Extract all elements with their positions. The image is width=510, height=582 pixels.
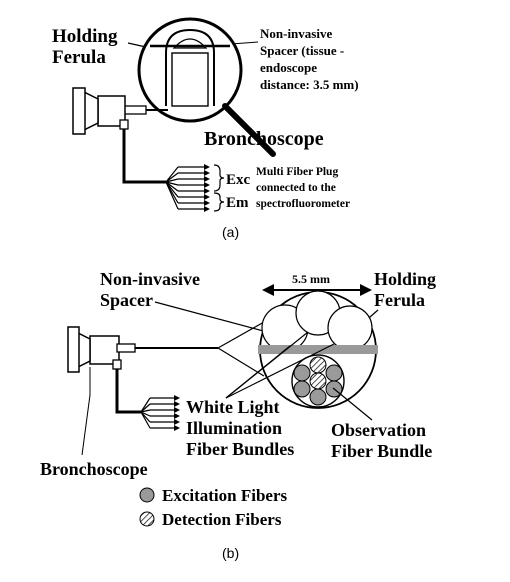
endoscope-tip-a (171, 52, 209, 107)
white-light-label-line3: Fiber Bundles (186, 439, 294, 459)
spacer-label-a-line1: Non-invasive (260, 26, 332, 41)
plug-label-line2: connected to the (256, 182, 336, 194)
observation-leader (332, 387, 373, 421)
scope-port-b (112, 359, 122, 370)
fiber-arrowheads-b (174, 395, 180, 431)
exc-brace (213, 164, 225, 192)
scope-eyepiece-a (72, 87, 86, 135)
spacer-label-b-line2: Spacer (100, 290, 153, 310)
em-label: Em (226, 195, 249, 211)
holding-ferula-label-a-line2: Ferula (52, 47, 106, 68)
fiber-cable-b (115, 369, 141, 414)
plug-label-line1: Multi Fiber Plug (256, 166, 338, 178)
caption-a: (a) (222, 224, 239, 240)
scope-eyepiece-b (67, 326, 80, 373)
ferula-body-a (165, 28, 215, 106)
spacer-bar-b (258, 345, 378, 354)
fiber-arrowheads-a (204, 164, 210, 212)
exc-label: Exc (226, 172, 251, 188)
spacer-label-a-line4: distance: 3.5 mm) (260, 77, 359, 92)
scope-handle-b (89, 335, 120, 365)
fiber-fan-b (140, 397, 174, 429)
scope-port-a (119, 119, 129, 130)
panel-b: Non-invasive Spacer 5.5 mm Holding Ferul… (40, 269, 436, 561)
observation-label-line2: Fiber Bundle (331, 441, 432, 461)
detection-fiber-center (309, 372, 327, 390)
dimension-arrow-left (262, 284, 274, 296)
legend-excitation-label: Excitation Fibers (162, 486, 288, 505)
excitation-fiber-lower-left (293, 380, 311, 398)
fiber-cable-a (122, 129, 166, 184)
plug-label-line3: spectrofluorometer (256, 198, 350, 210)
excitation-fiber-bottom (309, 388, 327, 406)
fiber-fan-a (165, 166, 204, 210)
holding-ferula-label-a-line1: Holding (52, 26, 118, 47)
legend-detection-label: Detection Fibers (162, 510, 282, 529)
dimension-arrow-right (360, 284, 372, 296)
scope-stub-b (116, 343, 136, 353)
scope-eyepiece-cone-b (77, 331, 91, 369)
bronchoscope-label-a: Bronchoscope (204, 128, 324, 150)
em-brace (213, 192, 225, 212)
panel-a: Holding Ferula Non-invasive Spacer (tiss… (52, 17, 359, 240)
caption-b: (b) (222, 545, 239, 561)
magnifier-handle-a (222, 103, 276, 157)
scope-eyepiece-cone-a (83, 90, 99, 132)
bronchoscope-leader-b2 (81, 394, 91, 456)
cone-line-bottom (217, 347, 265, 377)
dimension-label: 5.5 mm (292, 272, 330, 286)
white-light-label-line1: White Light (186, 397, 280, 417)
fiber-cluster (293, 356, 343, 406)
spacer-label-a-line2: Spacer (tissue - (260, 43, 344, 58)
white-light-leader-2 (225, 331, 309, 399)
legend-excitation-swatch (139, 487, 155, 503)
cone-line-top (217, 321, 265, 349)
holding-ferula-label-b-line1: Holding (374, 269, 436, 289)
excitation-fiber-upper-right (325, 364, 343, 382)
illumination-bundle-right (327, 305, 373, 351)
spacer-label-a-line3: endoscope (260, 60, 317, 75)
spacer-label-b-line1: Non-invasive (100, 269, 200, 289)
white-light-label-line2: Illumination (186, 418, 282, 438)
bronchoscope-label-b: Bronchoscope (40, 459, 148, 479)
excitation-fiber-upper-left (293, 364, 311, 382)
white-light-leader-3 (225, 343, 335, 399)
holding-ferula-label-b-line2: Ferula (374, 290, 425, 310)
legend-detection-swatch (139, 511, 155, 527)
observation-label-line1: Observation (331, 420, 426, 440)
detection-fiber-top (309, 356, 327, 374)
